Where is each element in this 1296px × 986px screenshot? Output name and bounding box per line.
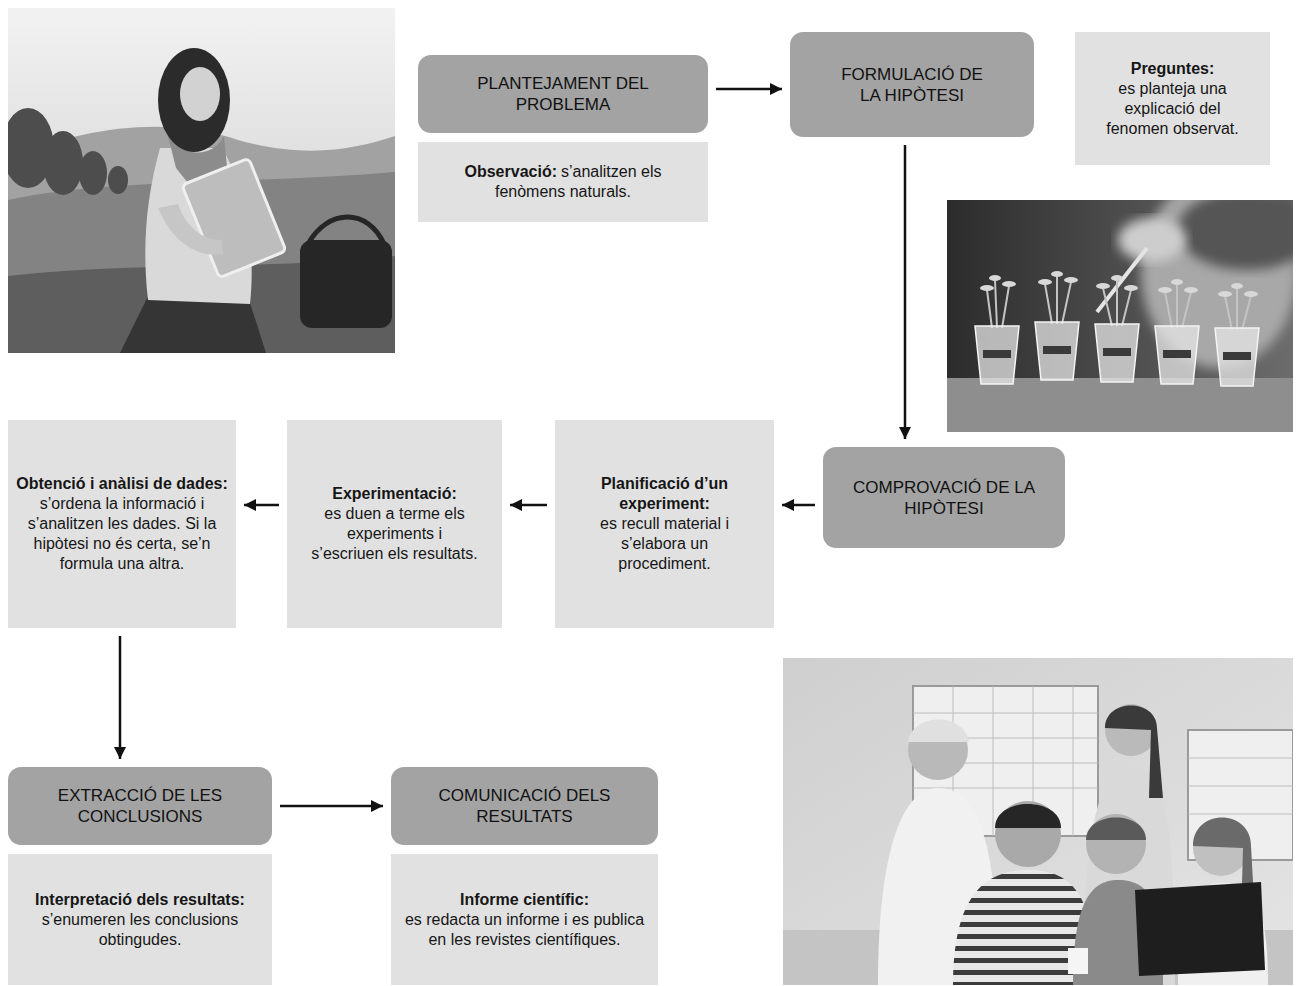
- blurred-hair: [1177, 200, 1293, 270]
- description-box: Observació:s’analitzen els fenòmens natu…: [418, 142, 708, 222]
- flow-arrow: [782, 504, 815, 507]
- flow-arrow: [244, 504, 279, 507]
- bag: [300, 240, 392, 328]
- box-text: EXTRACCIÓ DE LES CONCLUSIONS: [58, 786, 222, 826]
- stage-box: FORMULACIÓ DE LA HIPÒTESI: [790, 32, 1034, 137]
- box-text: s’enumeren les conclusions obtingudes.: [42, 911, 239, 948]
- flow-arrow: [280, 805, 383, 808]
- trees: [8, 108, 128, 195]
- text-block: COMUNICACIÓ DELS RESULTATS: [415, 785, 635, 827]
- box-heading: Obtenció i anàlisi de dades:: [16, 474, 228, 494]
- box-text: es duen a terme els experiments i s’escr…: [311, 505, 477, 562]
- sky: [8, 8, 395, 353]
- flow-arrow: [510, 504, 547, 507]
- hills: [8, 127, 395, 353]
- stage-box: COMUNICACIÓ DELS RESULTATS: [391, 767, 658, 845]
- text-block: Experimentació:es duen a terme els exper…: [310, 484, 480, 564]
- text-block: Planificació d’un experiment:es recull m…: [575, 474, 755, 574]
- description-box: Preguntes:es planteja una explicació del…: [1075, 32, 1270, 165]
- description-box: Planificació d’un experiment:es recull m…: [555, 420, 774, 628]
- text-block: PLANTEJAMENT DEL PROBLEMA: [463, 73, 663, 115]
- description-box: Obtenció i anàlisi de dades:s’ordena la …: [8, 420, 236, 628]
- flow-arrow: [119, 636, 122, 759]
- stage-box: EXTRACCIÓ DE LES CONCLUSIONS: [8, 767, 272, 845]
- sprout-cups: [975, 271, 1259, 386]
- text-block: Observació:s’analitzen els fenòmens natu…: [432, 162, 694, 202]
- team-photo: [783, 658, 1293, 985]
- laptop: [1135, 882, 1265, 976]
- box-text: es redacta un informe i es publica en le…: [405, 911, 644, 948]
- wall: [783, 658, 1293, 985]
- box-text: es recull material i s’elabora un proced…: [600, 515, 729, 572]
- text-block: Obtenció i anàlisi de dades:s’ordena la …: [16, 474, 228, 574]
- box-heading: Interpretació dels resultats:: [20, 890, 260, 910]
- text-block: EXTRACCIÓ DE LES CONCLUSIONS: [20, 785, 260, 827]
- box-text: COMPROVACIÓ DE LA HIPÒTESI: [853, 478, 1035, 518]
- box-text: COMUNICACIÓ DELS RESULTATS: [439, 786, 611, 826]
- arm: [158, 204, 223, 255]
- flow-arrow: [904, 145, 907, 439]
- stage-box: COMPROVACIÓ DE LA HIPÒTESI: [823, 447, 1065, 548]
- box-text: PLANTEJAMENT DEL PROBLEMA: [477, 74, 649, 114]
- text-block: FORMULACIÓ DE LA HIPÒTESI: [832, 64, 992, 106]
- bag-strap: [308, 217, 384, 244]
- text-block: Interpretació dels resultats:s’enumeren …: [20, 890, 260, 950]
- face: [180, 67, 220, 121]
- tweezers: [1097, 248, 1147, 312]
- hand: [1118, 218, 1186, 262]
- people: [878, 704, 1268, 985]
- text-block: COMPROVACIÓ DE LA HIPÒTESI: [844, 477, 1044, 519]
- box-heading: Preguntes:: [1093, 59, 1253, 79]
- text-block: Preguntes:es planteja una explicació del…: [1093, 59, 1253, 139]
- description-box: Interpretació dels resultats:s’enumeren …: [8, 854, 272, 985]
- box-text: FORMULACIÓ DE LA HIPÒTESI: [841, 65, 983, 105]
- lab-photo: [947, 200, 1293, 432]
- stage-box: PLANTEJAMENT DEL PROBLEMA: [418, 55, 708, 133]
- box-text: es planteja una explicació del fenomen o…: [1106, 80, 1239, 137]
- tablet: [182, 158, 286, 278]
- box-heading: Observació:: [465, 163, 557, 180]
- box-heading: Experimentació:: [310, 484, 480, 504]
- cups: [1068, 948, 1088, 974]
- box-heading: Planificació d’un experiment:: [575, 474, 755, 514]
- hair: [158, 48, 230, 152]
- description-box: Experimentació:es duen a terme els exper…: [287, 420, 502, 628]
- box-heading: Informe científic:: [400, 890, 650, 910]
- text-block: Informe científic:es redacta un informe …: [400, 890, 650, 950]
- flow-arrow: [716, 88, 782, 91]
- box-text: s’ordena la informació i s’analitzen les…: [28, 495, 217, 572]
- description-box: Informe científic:es redacta un informe …: [391, 854, 658, 985]
- field-photo: [8, 8, 395, 353]
